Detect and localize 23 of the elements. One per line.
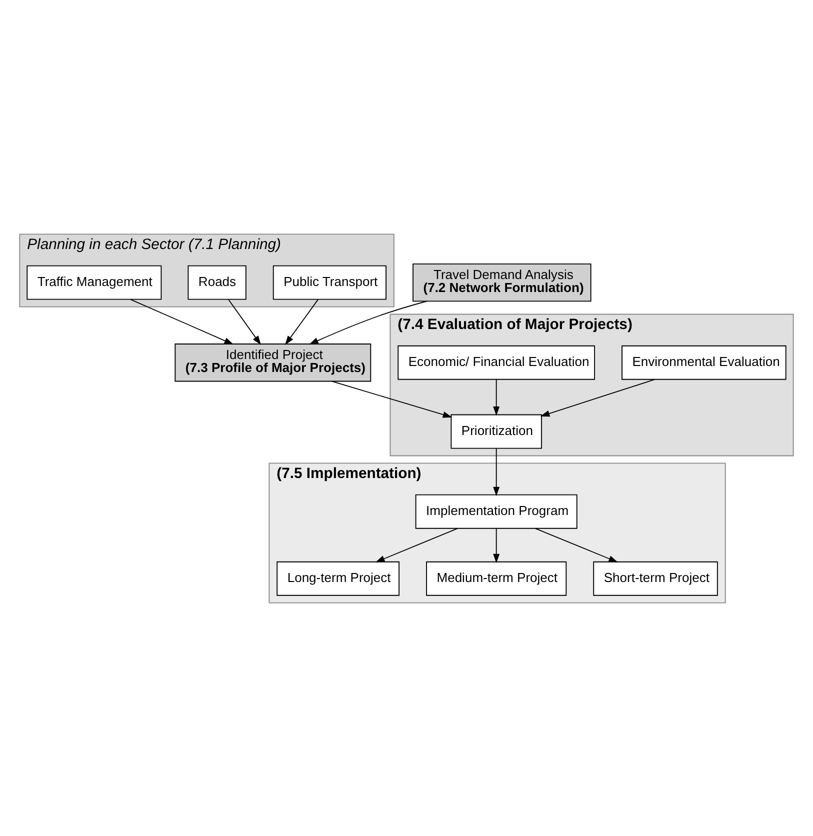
- node-box: Identified Project (7.3 Profile of Major Projects): [174, 343, 372, 382]
- node-box: Travel Demand Analysis (7.2 Network Formulation): [412, 263, 592, 302]
- arrow: [285, 298, 318, 345]
- node-box: Public Transport: [272, 264, 386, 300]
- arrow: [331, 380, 452, 418]
- node-box: Roads: [188, 264, 246, 300]
- node-box: Prioritization: [450, 414, 542, 448]
- arrow: [375, 528, 458, 562]
- node-box: Implementation Program: [415, 494, 578, 528]
- node-box: Short-term Project: [593, 560, 718, 596]
- arrow: [309, 300, 428, 344]
- node-box: Medium-term Project: [426, 560, 567, 596]
- node-box: Economic/ Financial Evaluation: [398, 344, 596, 380]
- arrow: [493, 528, 500, 563]
- node-box: Environmental Evaluation: [622, 344, 786, 380]
- arrow: [228, 298, 261, 345]
- arrow: [493, 448, 500, 496]
- node-box: Long-term Project: [276, 560, 400, 596]
- arrow: [130, 298, 234, 344]
- arrow: [534, 528, 618, 562]
- arrow: [493, 378, 500, 416]
- node-box: Traffic Management: [26, 264, 162, 300]
- arrow: [540, 378, 656, 416]
